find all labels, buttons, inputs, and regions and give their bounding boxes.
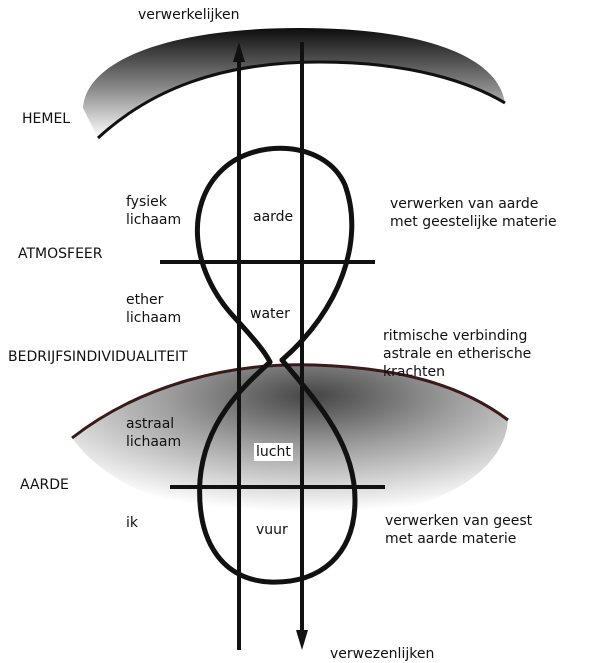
- earth-arc: [71, 363, 509, 440]
- label-ether-lichaam: ether lichaam: [126, 292, 182, 326]
- label-verwerken-geest: verwerken van geest met aarde materie: [385, 513, 533, 547]
- heaven-dome: [83, 28, 505, 138]
- label-aarde: AARDE: [20, 477, 69, 493]
- arrow-down-icon: [296, 630, 308, 650]
- heaven-arc: [96, 60, 506, 140]
- label-atmosfeer: ATMOSFEER: [18, 246, 103, 262]
- earth-dome: [72, 364, 508, 520]
- label-hemel: HEMEL: [22, 111, 71, 127]
- lower-loop: [197, 357, 358, 585]
- label-astraal-lichaam: astraal lichaam: [126, 416, 182, 450]
- label-verwerkelijken: verwerkelijken: [138, 7, 240, 23]
- element-water: water: [248, 305, 292, 323]
- element-vuur: vuur: [254, 521, 290, 539]
- label-ritmische-verbinding: ritmische verbinding astrale en etherisc…: [383, 328, 532, 380]
- label-ik: ik: [126, 515, 138, 531]
- upper-loop: [194, 145, 355, 365]
- label-fysiek-lichaam: fysiek lichaam: [126, 194, 182, 228]
- label-verwezenlijken: verwezenlijken: [330, 646, 435, 662]
- label-bedrijfsindividualiteit: BEDRIJFSINDIVIDUALITEIT: [8, 349, 188, 365]
- label-verwerken-aarde: verwerken van aarde met geestelijke mate…: [390, 196, 557, 230]
- arrow-up-icon: [233, 42, 245, 62]
- element-aarde: aarde: [251, 208, 296, 226]
- element-lucht: lucht: [254, 443, 293, 461]
